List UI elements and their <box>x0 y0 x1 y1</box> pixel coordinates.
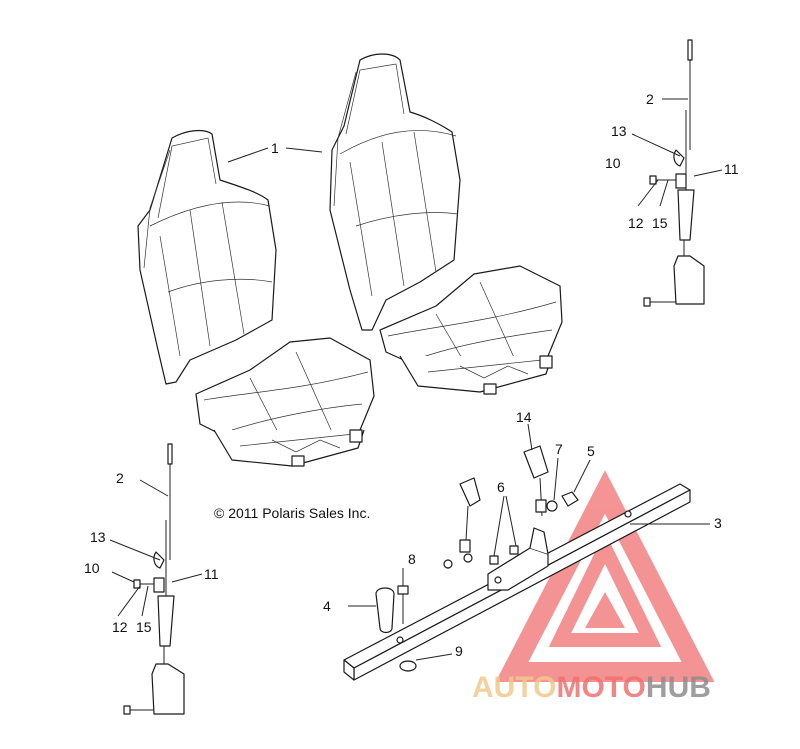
watermark-auto: AUTO <box>472 671 556 704</box>
callout-nut: 5 <box>587 443 595 459</box>
watermark-text: AUTOMOTOHUB <box>472 671 711 704</box>
callout-l13: 13 <box>90 529 106 545</box>
callout-r11: 11 <box>724 161 739 177</box>
callout-buckle: 14 <box>516 409 532 425</box>
callout-belt-left: 2 <box>116 470 124 486</box>
callout-plug: 9 <box>455 643 463 659</box>
watermark-hub: HUB <box>646 671 711 704</box>
callout-seat-label: 1 <box>271 140 279 156</box>
crossbar-assembly <box>343 423 710 681</box>
left-seat <box>137 129 375 467</box>
callout-r12: 12 <box>628 215 644 231</box>
callout-screw: 8 <box>408 551 416 567</box>
callout-washer: 7 <box>555 441 563 457</box>
callout-belt-right: 2 <box>646 91 654 107</box>
callout-l15: 15 <box>136 619 152 635</box>
callout-l12: 12 <box>112 619 128 635</box>
callout-pin: 4 <box>323 598 331 614</box>
watermark-moto: MOTO <box>556 671 645 704</box>
callout-r13: 13 <box>611 123 627 139</box>
right-seat <box>329 53 563 395</box>
callout-r15: 15 <box>652 215 668 231</box>
callout-r10: 10 <box>605 155 621 171</box>
callout-crossbar: 3 <box>714 515 722 531</box>
watermark-logo <box>495 470 715 682</box>
copyright-notice: © 2011 Polaris Sales Inc. <box>214 505 370 521</box>
callout-l10: 10 <box>84 560 100 576</box>
left-seatbelt-assembly <box>109 443 203 715</box>
callout-bolts: 6 <box>497 479 505 495</box>
right-seatbelt-assembly <box>631 39 723 307</box>
callout-seat: 1 <box>227 140 323 163</box>
svg-text:AUTOMOTOHUB: AUTOMOTOHUB <box>472 671 711 704</box>
callout-l11: 11 <box>204 566 219 582</box>
